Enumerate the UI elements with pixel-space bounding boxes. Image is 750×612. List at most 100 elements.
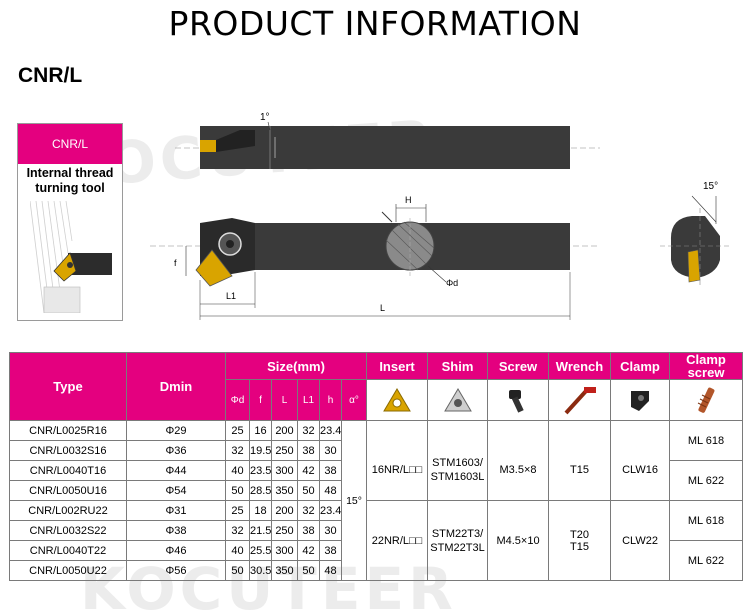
page-title: PRODUCT INFORMATION [168, 4, 582, 43]
infobox-desc-line1: Internal thread [26, 166, 114, 180]
col-clamp-screw: Clamp screw [669, 352, 744, 380]
col-phid: Φd [225, 379, 250, 421]
cell-dmin: Φ38 [126, 520, 226, 541]
shim-icon [443, 388, 472, 412]
insert-icon [383, 388, 411, 412]
cell-dmin: Φ54 [126, 480, 226, 501]
cell-d: 40 [225, 460, 250, 481]
cell-d: 40 [225, 540, 250, 561]
cell-f: 19.5 [249, 440, 272, 461]
cell-wrench-top [548, 420, 612, 441]
wrench-icon [564, 387, 596, 415]
col-f: f [249, 379, 272, 421]
clamp-screw-header-line2: screw [687, 365, 725, 380]
cell-h: 48 [319, 480, 342, 501]
tool-info-box: CNR/L Internal thread turning tool [17, 123, 123, 321]
col-alpha: α° [340, 379, 368, 421]
cell-h: 23.4 [319, 420, 342, 441]
cell-insert-top [366, 420, 429, 441]
cell-L: 300 [271, 540, 298, 561]
col-type: Type [9, 352, 127, 421]
cell-dmin: Φ56 [126, 560, 226, 581]
cell-L: 250 [271, 440, 298, 461]
cell-h: 30 [319, 520, 342, 541]
cell-d: 25 [225, 420, 250, 441]
cell-L: 300 [271, 460, 298, 481]
cell-f: 28.5 [249, 480, 272, 501]
shim-line2: STM22T3L [430, 541, 485, 554]
spec-table: Type Dmin Size(mm) Insert Shim Screw Wre… [9, 352, 744, 581]
cell-shim-top [427, 420, 489, 441]
cell-f: 16 [249, 420, 272, 441]
cell-h: 30 [319, 440, 342, 461]
cell-shim: STM1603/ STM1603L [427, 440, 489, 501]
angle-side-label: 15° [703, 181, 718, 192]
clamp-image-cell [610, 379, 671, 421]
clamp-screw-image-cell [669, 379, 744, 421]
cell-clamp: CLW16 [610, 440, 671, 501]
cell-L1: 50 [297, 480, 320, 501]
shim-line2: STM1603L [430, 471, 485, 484]
col-shim: Shim [427, 352, 489, 380]
screw-icon [509, 390, 524, 413]
col-h: h [319, 379, 342, 421]
infobox-code: CNR/L [18, 124, 122, 164]
infobox-description: Internal thread turning tool [18, 164, 122, 198]
cell-L1: 32 [297, 500, 320, 521]
cell-insert: 16NR/L□□ [366, 440, 429, 501]
cell-type: CNR/L0032S22 [9, 520, 127, 541]
table-row: CNR/L0032S22 Φ38 32 21.5 250 38 30 [9, 520, 743, 541]
shim-image-cell [427, 379, 489, 421]
angle-top-label: 1° [260, 112, 270, 123]
technical-drawing: 1° H Φd f L1 L 15° [150, 112, 730, 320]
cell-type: CNR/L0025R16 [9, 420, 127, 441]
col-wrench: Wrench [548, 352, 612, 380]
clamp-screw-icon [697, 387, 715, 413]
clamp-screw-header-line1: Clamp [686, 352, 726, 367]
dimension-L-label: L [380, 303, 385, 313]
cell-wrench: T20 T15 [548, 500, 612, 581]
cell-clamp-top [610, 420, 671, 441]
cell-L: 200 [271, 500, 298, 521]
table-row: CNR/L0025R16 Φ29 25 16 200 32 23.4 15° M… [9, 420, 744, 581]
col-dmin: Dmin [126, 352, 226, 421]
cell-f: 25.5 [249, 540, 272, 561]
cell-clamp-screw: ML 622 [669, 460, 744, 501]
col-screw: Screw [487, 352, 550, 380]
cell-f: 23.5 [249, 460, 272, 481]
cell-h: 23.4 [319, 500, 342, 521]
wrench-line1: T20 [570, 528, 589, 541]
cell-L1: 42 [297, 540, 320, 561]
cell-screw: M3.5×8 [487, 440, 550, 501]
tool-end-view [660, 195, 730, 286]
cell-type: CNR/L0050U22 [9, 560, 127, 581]
cell-f: 18 [249, 500, 272, 521]
cell-L1: 42 [297, 460, 320, 481]
cell-insert: 22NR/L□□ [366, 500, 429, 581]
cell-clamp: CLW22 [610, 500, 671, 581]
table-row: CNR/L0040T16 Φ44 40 23.5 300 42 38 ML 62… [9, 460, 744, 501]
product-code: CNR/L [18, 64, 83, 87]
dimension-f-label: f [174, 258, 177, 268]
cell-dmin: Φ46 [126, 540, 226, 561]
cell-dmin: Φ36 [126, 440, 226, 461]
insert-image-cell [366, 379, 429, 421]
tool-side-view [150, 218, 600, 287]
cell-d: 25 [225, 500, 250, 521]
cell-h: 38 [319, 540, 342, 561]
cell-d: 50 [225, 480, 250, 501]
cell-d: 32 [225, 520, 250, 541]
cell-d: 50 [225, 560, 250, 581]
table-row: CNR/L002RU22 Φ31 25 18 200 32 23.4 22NR/… [9, 500, 744, 581]
dimension-phid-label: Φd [446, 278, 458, 288]
shim-line1: STM1603/ [432, 457, 483, 470]
cell-type: CNR/L0050U16 [9, 480, 127, 501]
col-insert: Insert [366, 352, 429, 380]
clamp-icon [631, 391, 650, 411]
shim-line1: STM22T3/ [431, 527, 484, 540]
cell-L1: 38 [297, 440, 320, 461]
cell-screw: M4.5×10 [487, 500, 550, 581]
cell-h: 48 [319, 560, 342, 581]
cell-type: CNR/L0040T22 [9, 540, 127, 561]
cell-L1: 38 [297, 520, 320, 541]
